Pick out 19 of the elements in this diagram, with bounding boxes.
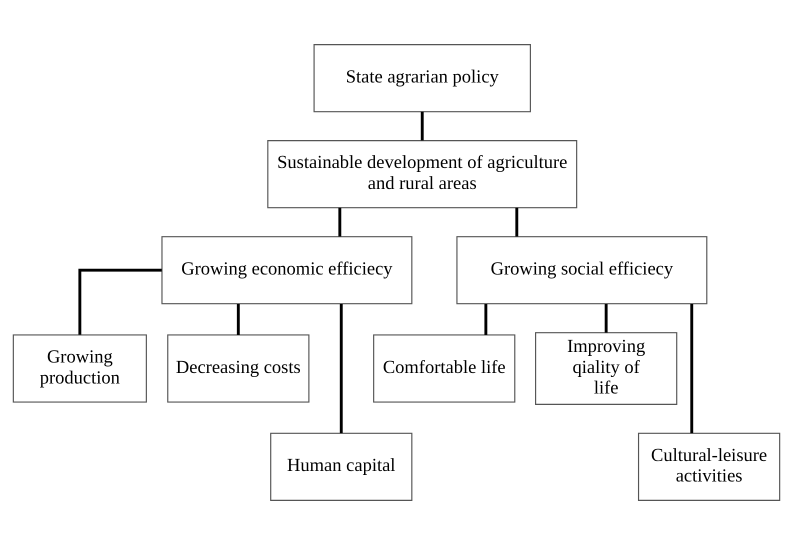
node-box: State agrarian policy [314,44,531,112]
connector [420,112,424,140]
connector [690,304,694,434]
connector [484,304,488,335]
connector [340,304,343,434]
connector [78,268,162,335]
connector [515,208,518,236]
node-box: Growing economic efficiecy [161,236,412,304]
node-box: Comfortable life [373,334,516,403]
node-box: Human capital [270,432,412,501]
node-box: Growing social efficiecy [456,236,708,304]
node-box: Sustainable development of agriculture and rural areas [267,140,578,208]
node-box: Cultural-leisure activities [638,432,780,501]
connector [236,304,240,335]
connector [604,304,608,333]
node-box: Decreasing costs [167,334,310,403]
node-box: Growing production [12,334,147,403]
node-box: Improving qiality of life [535,332,678,405]
connector [338,208,342,236]
